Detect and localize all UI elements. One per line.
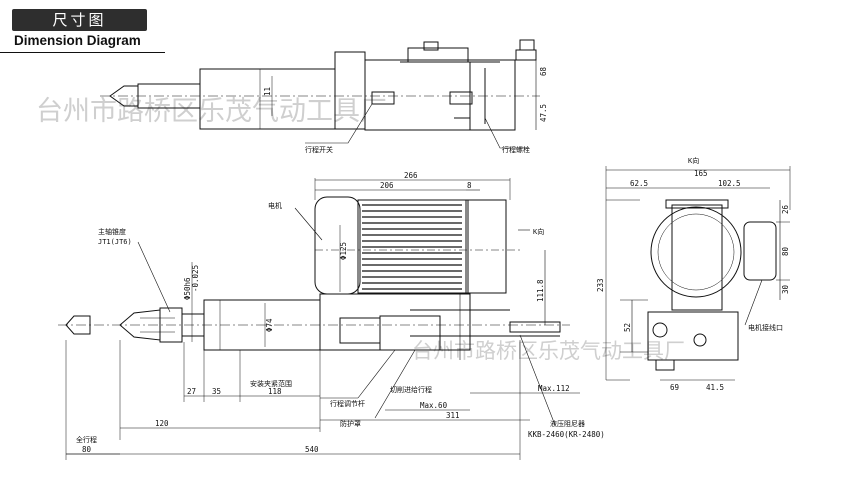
side-foot [655,359,675,371]
label-motor-terminal: 电机接线口 [748,323,783,332]
dim-69: 69 [670,383,679,392]
side-top-flange [665,199,729,209]
main-motor-endcap [314,196,361,295]
side-gear-housing [671,204,723,311]
main-feed-block [339,317,381,344]
main-view [58,178,580,460]
dim-266: 266 [404,171,418,180]
dim-30: 30 [781,284,790,294]
label-damper-model: KKB-2460(KR-2480) [528,430,605,439]
dim-233: 233 [596,278,605,292]
side-base-block [647,311,739,361]
title-chinese: 尺寸图 [52,11,107,29]
dim-206: 206 [380,181,394,190]
label-k-direction: K向 [533,227,544,236]
dim-165: 165 [694,169,708,178]
dim-52: 52 [623,323,632,332]
watermark-bottom: 台州市路桥区乐茂气动工具厂 [412,339,685,363]
dim-max-112: Max.112 [538,384,570,393]
limit-switch-body-2 [449,91,473,105]
dim-41-5: 41.5 [706,383,724,392]
dim-118: 118 [268,387,282,396]
main-slide-block [379,315,441,351]
label-hydraulic-damper: 液压阻尼器 [550,419,585,428]
dim-27: 27 [187,387,196,396]
dim-side-80: 80 [781,246,790,256]
label-protect-cover: 防护罩 [340,419,361,428]
side-view [605,166,791,381]
side-bolt-2 [693,333,707,347]
label-mount-clamp: 安装夹紧范围 [250,379,292,388]
limit-switch-body-1 [371,91,395,105]
dim-120: 120 [155,419,169,428]
title-english: Dimension Diagram [14,33,141,48]
dim-max-60: Max.60 [420,401,448,410]
dim-phi-50-tolerance: -0.025 [191,265,200,292]
title-bar: 尺寸图 [12,9,147,31]
dim-111-8: 111.8 [536,279,545,302]
label-motor: 电机 [268,201,282,210]
dim-26: 26 [781,204,790,214]
dim-top-11: 11 [263,87,272,96]
watermark-top: 台州市路桥区乐茂气动工具厂 [36,96,387,127]
dim-311: 311 [446,411,460,420]
side-bolt-1 [652,322,668,338]
label-cut-feed: 切削进给行程 [390,385,432,394]
dim-540: 540 [305,445,319,454]
header-rule [0,52,165,53]
top-slide-housing [364,59,516,131]
label-limit-nut: 行程螺栓 [502,145,530,154]
dim-80: 80 [82,445,92,454]
label-limit-switch: 行程开关 [305,145,333,154]
label-spindle-taper-value: JT1(JT6) [98,238,132,246]
main-damper-rod [509,321,561,333]
dim-top-68: 68 [539,66,548,76]
main-motor-body [357,199,469,294]
label-spindle-taper: 主轴锥度 [98,227,126,236]
side-motor-circle [650,206,742,298]
main-chuck-tip-left [65,315,91,335]
dim-phi-50h6: Φ50h6 [183,277,192,300]
dim-top-47-5: 47.5 [539,104,548,122]
side-terminal-box [743,221,777,281]
top-stop-knob [423,41,439,51]
top-end-cap [519,39,535,51]
motor-cooling-fins [362,204,462,290]
dim-phi-125: Φ125 [339,242,348,260]
top-end-block [515,49,537,61]
diagram-header: 尺寸图 Dimension Diagram [0,0,165,54]
label-stroke-adjust: 行程调节杆 [330,399,365,408]
dim-phi-74: Φ74 [265,318,274,332]
dim-62-5: 62.5 [630,179,648,188]
dim-8: 8 [467,181,472,190]
side-view-title: K向 [688,156,699,165]
top-view [100,39,540,149]
main-motor-rearcap [465,199,507,294]
dim-35: 35 [212,387,221,396]
label-full-stroke: 全行程 [76,435,97,444]
dim-102-5: 102.5 [718,179,741,188]
